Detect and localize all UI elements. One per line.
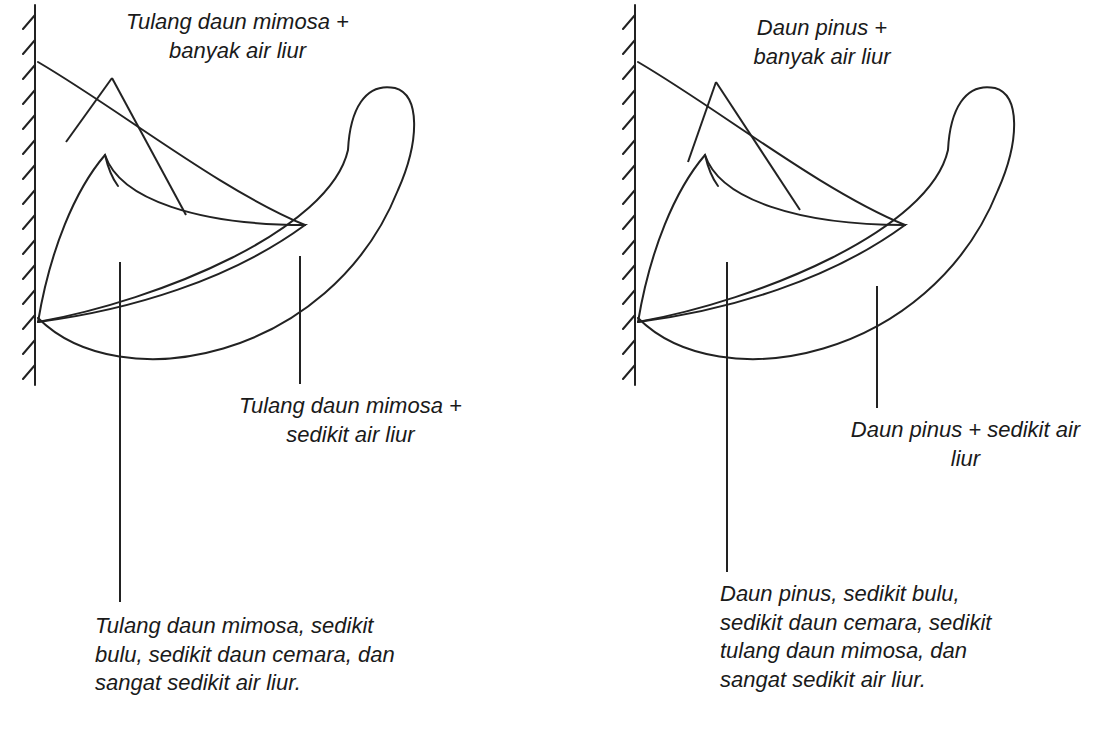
leader-lines bbox=[66, 78, 877, 602]
annotation-label: Tulang daun mimosa, sedikit bulu, sediki… bbox=[95, 612, 425, 698]
annotation-label: Daun pinus + sedikit air liur bbox=[848, 416, 1083, 473]
annotation-label: Tulang daun mimosa + sedikit air liur bbox=[228, 392, 473, 449]
annotation-label: Tulang daun mimosa + banyak air liur bbox=[120, 8, 355, 65]
annotation-label: Daun pinus + banyak air liur bbox=[722, 14, 922, 71]
annotation-label: Daun pinus, sedikit bulu, sedikit daun c… bbox=[720, 580, 1020, 694]
